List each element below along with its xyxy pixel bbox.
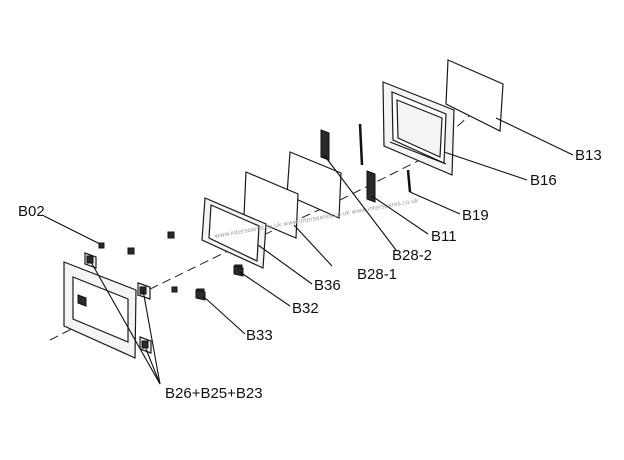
hinge-bracket-upper: [320, 129, 330, 161]
callout-b16: B16: [530, 172, 557, 189]
middle-glass-panel-2: [286, 151, 342, 219]
rear-glass-panel: [445, 59, 504, 132]
hinge-block-upper: [84, 252, 97, 269]
glass-frame-gasket: [201, 197, 267, 269]
callout-b28-1: B28-1: [357, 266, 397, 283]
outer-door-panel: [63, 261, 137, 359]
callout-b28-2: B28-2: [392, 247, 432, 264]
callout-b13: B13: [575, 147, 602, 164]
callout-b19: B19: [462, 207, 489, 224]
callout-b11: B11: [431, 228, 457, 245]
callout-b32: B32: [292, 300, 319, 317]
hinge-bracket-lower: [366, 170, 376, 203]
leader-lines: [43, 117, 574, 385]
callout-b02: B02: [18, 203, 45, 220]
bracket-b33: [195, 289, 206, 301]
door-rod-pair: [358, 123, 412, 193]
callout-b33: B33: [246, 327, 273, 344]
inner-door-frame: [382, 81, 455, 176]
callout-b26-b25-b23: B26+B25+B23: [165, 385, 263, 402]
bracket-b32: [233, 265, 244, 277]
hinge-block-lower: [139, 336, 152, 354]
callout-b36: B36: [314, 277, 341, 294]
